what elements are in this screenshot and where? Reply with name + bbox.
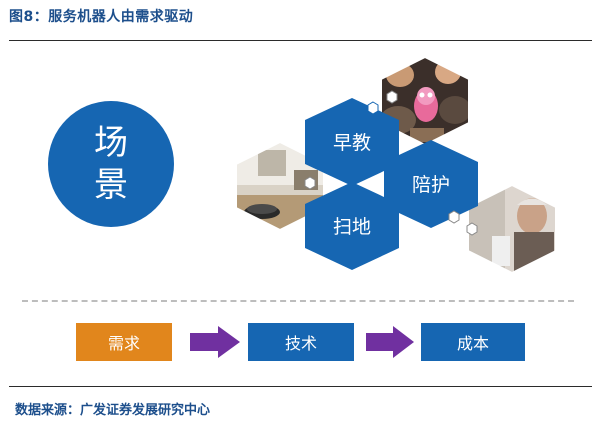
dashed-divider: [22, 300, 574, 302]
technology-box-label: 技术: [284, 334, 317, 353]
elderly-man-photo-icon: [467, 183, 557, 275]
technology-box: 技术: [248, 323, 354, 361]
hexagon-companion: 陪护: [384, 140, 478, 228]
scene-circle: 场 景: [48, 101, 174, 227]
source-note: 数据来源：广发证券发展研究中心: [15, 403, 211, 418]
bottom-rule: [9, 386, 592, 387]
hexagon-sweeping-label: 扫地: [333, 216, 371, 238]
hexagon-early-education: 早教: [305, 98, 399, 186]
hexagon-companion-label: 陪护: [412, 174, 450, 196]
cost-box-label: 成本: [456, 334, 489, 353]
arrow-demand-to-tech: [190, 326, 240, 358]
figure-title: 图8：服务机器人由需求驱动: [9, 9, 194, 25]
hex-dot-decorations: [304, 90, 478, 236]
cost-box: 成本: [421, 323, 525, 361]
hexagon-early-education-label: 早教: [333, 132, 371, 154]
top-rule: [9, 40, 592, 41]
demand-box: 需求: [76, 323, 172, 361]
scene-circle-char-1: 场: [94, 123, 128, 163]
scene-circle-char-2: 景: [94, 165, 128, 205]
hexagon-sweeping: 扫地: [305, 182, 399, 270]
arrow-tech-to-cost: [366, 326, 414, 358]
demand-box-label: 需求: [107, 334, 140, 353]
